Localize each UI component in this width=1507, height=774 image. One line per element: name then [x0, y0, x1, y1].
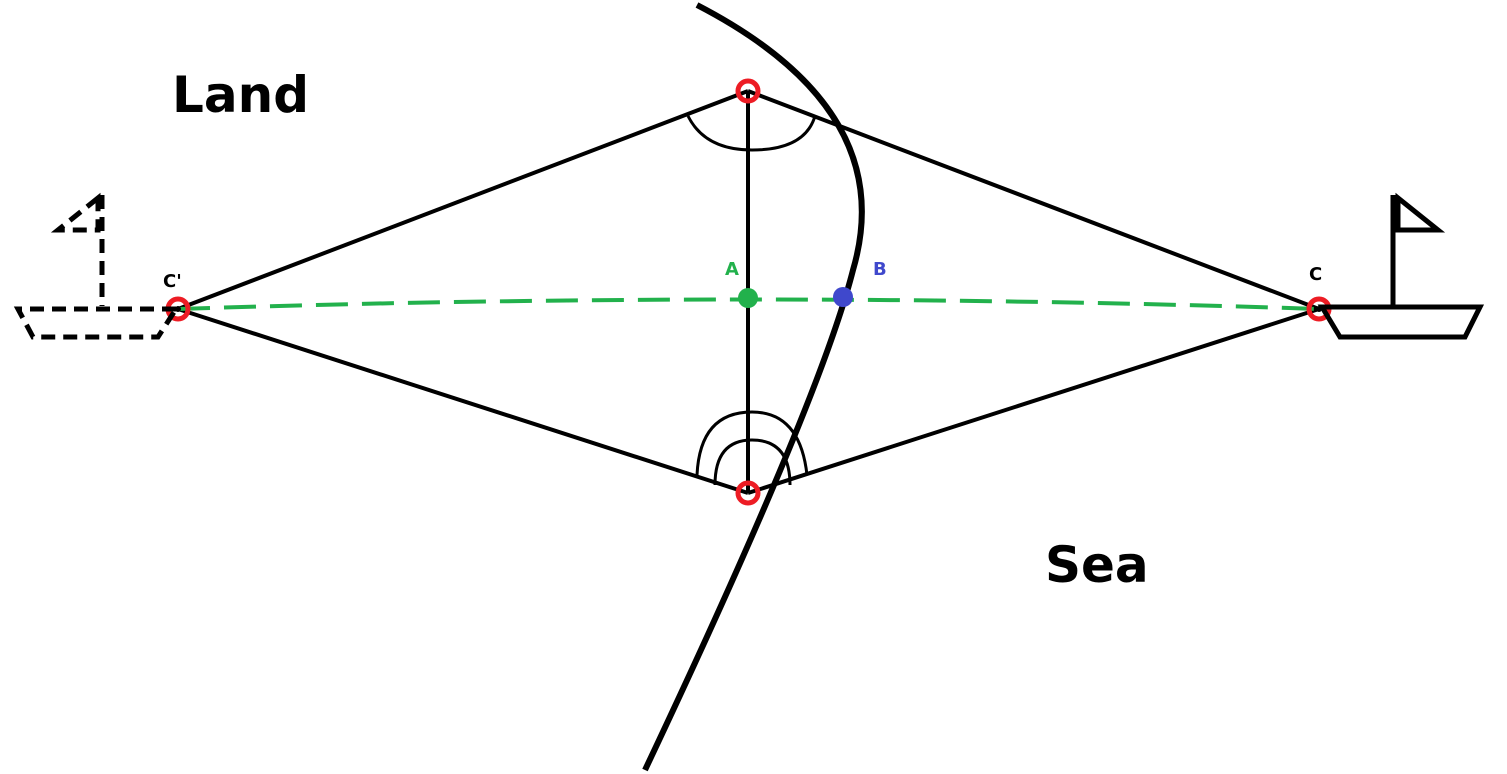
land-label: Land	[172, 66, 309, 124]
edge-bottom-to-c	[747, 307, 1320, 495]
sailboat-icon	[1317, 192, 1485, 340]
point-c-prime-center	[175, 306, 181, 312]
angle-arc-top	[686, 115, 817, 152]
point-b-marker	[833, 287, 853, 307]
edge-bottom-to-c-prime	[177, 307, 749, 495]
station-top-marker	[735, 78, 761, 104]
edge-top-to-c-prime	[177, 89, 749, 311]
edge-top-to-c	[747, 89, 1320, 311]
sea-label: Sea	[1045, 536, 1149, 594]
angle-arc-bottom-inner	[713, 438, 792, 486]
point-a-marker	[738, 288, 758, 308]
station-bottom-marker	[735, 480, 761, 506]
point-b-label: B	[873, 259, 887, 280]
point-c-label: C	[1309, 264, 1322, 285]
point-c-prime-label: C'	[163, 271, 182, 292]
coastline	[642, 2, 865, 772]
angle-arc-bottom-outer	[695, 410, 809, 476]
point-a-label: A	[725, 259, 739, 280]
sailboat-outline-icon	[13, 192, 181, 340]
